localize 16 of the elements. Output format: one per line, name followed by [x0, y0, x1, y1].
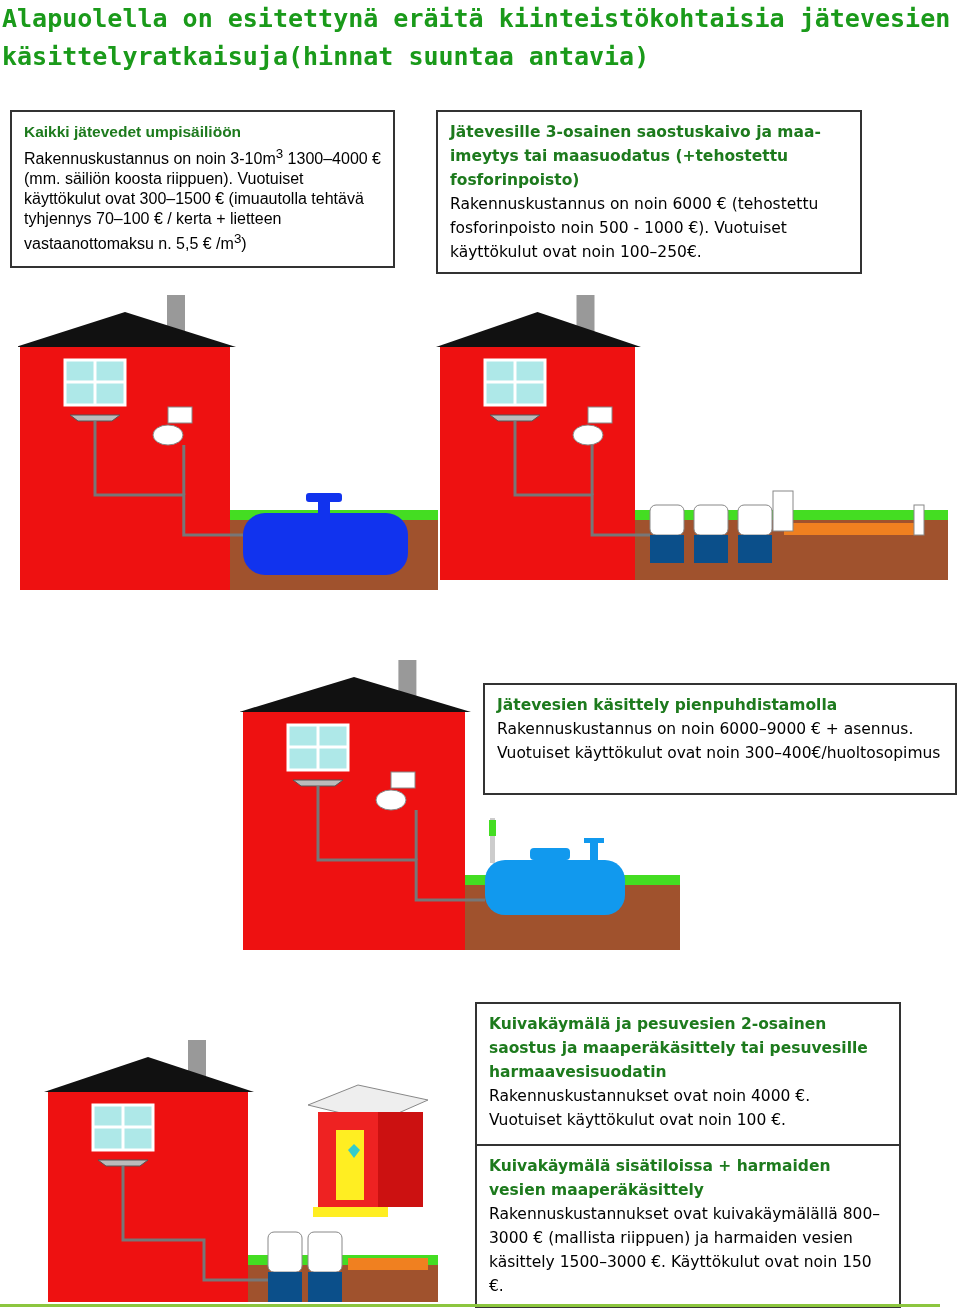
- text-box: [436, 110, 862, 274]
- text-box: [475, 1144, 901, 1308]
- box-heading: Jätevesien käsittely pienpuhdistamolla: [497, 695, 839, 716]
- box-text: Rakennuskustannukset ovat noin 4000 €. Vuotuiset käyttökulut ovat noin 100 €.: [489, 1086, 812, 1131]
- box-heading: Kuivakäymälä sisätiloissa + harmaiden vesien maaperäkäsittely: [489, 1156, 832, 1201]
- page-title: Alapuolella on esitettynä eräitä kiinteistökohtaisia jätevesien käsittelyratkaisuja(hinnat suuntaa antavia): [2, 3, 952, 73]
- box-heading: Jätevesille 3-osainen saostuskaivo ja maa-imeytys tai maasuodatus (+tehostettu fosforinpoisto): [450, 122, 822, 191]
- box-text: Rakennuskustannus on noin 6000 € (tehostettu fosforinpoisto noin 500 - 1000 €). Vuotuiset käyttökulut ovat noin 100–250€.: [450, 194, 820, 263]
- box-text: Rakennuskustannukset ovat kuivakäymälällä 800–3000 € (mallista riippuen) ja harmaiden vesien käsittely 1500–3000 €. Käyttökulut ovat noin 150 €.: [489, 1204, 882, 1297]
- text-box: [483, 683, 957, 795]
- box-heading: Kuivakäymälä ja pesuvesien 2-osainen saostus ja maaperäkäsittely tai pesuvesille harmaavesisuodatin: [489, 1014, 869, 1083]
- box-heading: Kaikki jätevedet umpisäiliöön: [24, 122, 243, 142]
- box-text: Rakennuskustannus on noin 6000–9000 € + asennus. Vuotuiset käyttökulut ovat noin 300–400€/huoltosopimus: [497, 719, 942, 764]
- text-box: [475, 1002, 901, 1146]
- text-box: [10, 110, 395, 268]
- box-text: Rakennuskustannus on noin 3-10m$^{3}$ 1300–4000 € (mm. säiliön koosta riippuen). Vuotuiset käyttökulut ovat 300–1500 € (imuautolla tehtävä tyhjennys 70–100 € / kerta + lietteen vastaanottomaksu n. 5,5 € /m$^{3}$): [24, 145, 381, 255]
